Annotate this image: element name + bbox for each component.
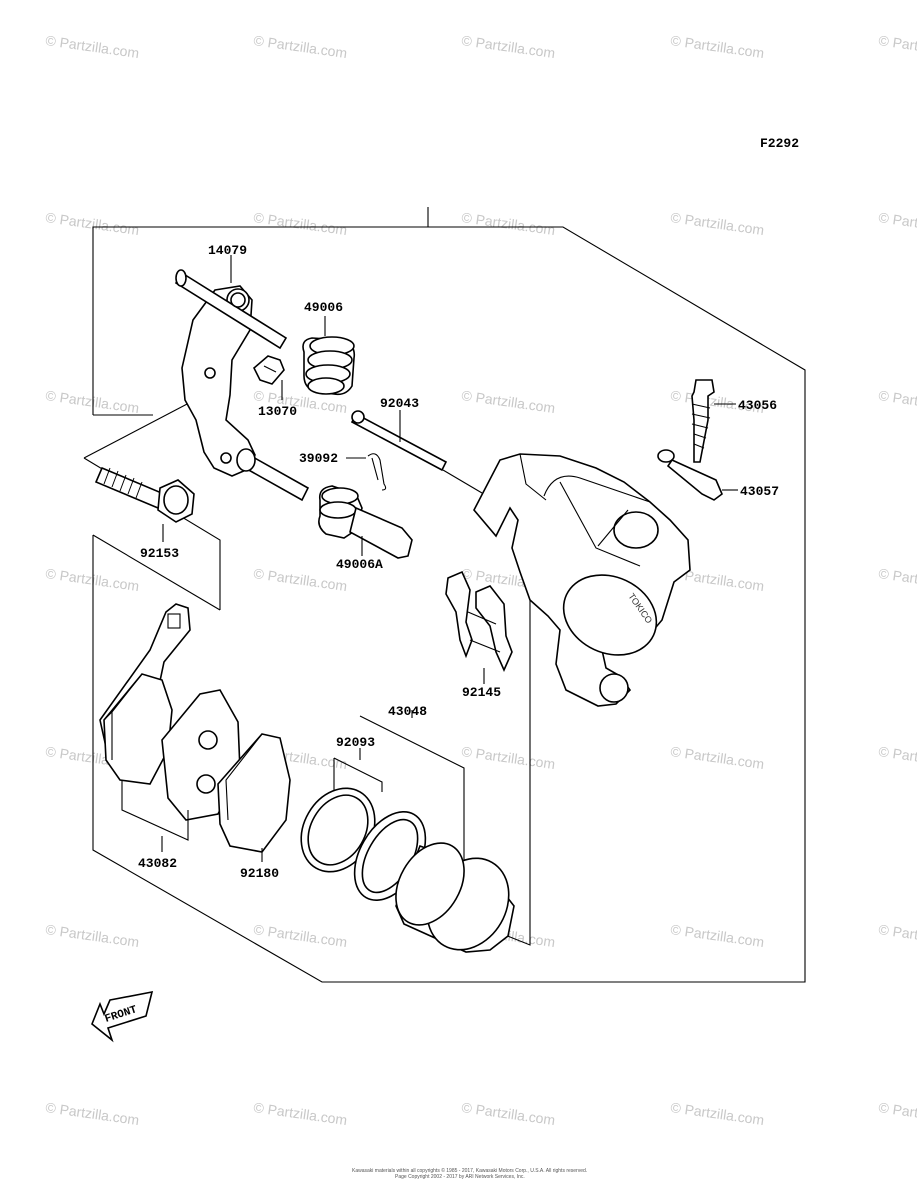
- clip-39092: [367, 453, 387, 491]
- caliper-bracket: [174, 269, 310, 502]
- watermark-34: © Partzilla.com: [878, 1099, 917, 1128]
- callout-39092: 39092: [299, 451, 338, 466]
- watermark-30: © Partzilla.com: [45, 1099, 141, 1128]
- watermark-layer: © Partzilla.com © Partzilla.com © Partzill…: [45, 32, 917, 1128]
- watermark-16: © Partzilla.com: [253, 565, 349, 594]
- copyright-line-1: Kawasaki materials within all copyrights…: [352, 1167, 587, 1174]
- watermark-4: © Partzilla.com: [878, 32, 917, 61]
- callout-49006A: 49006A: [336, 557, 383, 572]
- watermark-32: © Partzilla.com: [461, 1099, 557, 1128]
- callout-43082: 43082: [138, 856, 177, 871]
- callout-43057: 43057: [740, 484, 779, 499]
- callout-49006: 49006: [304, 300, 343, 315]
- figure-code: F2292: [760, 136, 799, 151]
- watermark-28: © Partzilla.com: [670, 921, 766, 950]
- watermark-5: © Partzilla.com: [45, 209, 141, 238]
- pad-spring-13070: [253, 355, 285, 385]
- bleed-valve-43056: [691, 379, 715, 463]
- watermark-9: © Partzilla.com: [878, 209, 917, 238]
- watermark-29: © Partzilla.com: [878, 921, 917, 950]
- callout-92043: 92043: [380, 396, 419, 411]
- callout-92093: 92093: [336, 735, 375, 750]
- callout-14079: 14079: [208, 243, 247, 258]
- callout-92180: 92180: [240, 866, 279, 881]
- seal-kit-bracket: [333, 710, 465, 882]
- shim-92180: [217, 733, 291, 853]
- watermark-22: © Partzilla.com: [461, 743, 557, 772]
- front-arrow: FRONT: [91, 990, 154, 1043]
- callout-43048: 43048: [388, 704, 427, 719]
- watermark-25: © Partzilla.com: [45, 921, 141, 950]
- piston: [395, 842, 515, 953]
- callout-13070: 13070: [258, 404, 297, 419]
- copyright-line-2: Page Copyright 2002 - 2017 by ARI Networ…: [395, 1174, 525, 1180]
- watermark-14: © Partzilla.com: [878, 387, 917, 416]
- boot-49006: [302, 336, 356, 396]
- valve-cap-43057: [657, 449, 723, 501]
- watermark-31: © Partzilla.com: [253, 1099, 349, 1128]
- brake-pad-1: [103, 673, 173, 785]
- watermark-0: © Partzilla.com: [45, 32, 141, 61]
- bolt-92153: [94, 466, 195, 523]
- watermark-6: © Partzilla.com: [253, 209, 349, 238]
- watermark-1: © Partzilla.com: [253, 32, 349, 61]
- pad-group-bracket: [121, 780, 189, 841]
- watermark-2: © Partzilla.com: [461, 32, 557, 61]
- pin-bolt-92043: [350, 410, 448, 472]
- boot-49006A: [318, 485, 413, 559]
- callout-43056: 43056: [738, 398, 777, 413]
- watermark-3: © Partzilla.com: [670, 32, 766, 61]
- watermark-8: © Partzilla.com: [670, 209, 766, 238]
- watermark-23: © Partzilla.com: [670, 743, 766, 772]
- pad-retainer-92145: [445, 570, 513, 672]
- watermark-12: © Partzilla.com: [461, 387, 557, 416]
- callout-92145: 92145: [462, 685, 501, 700]
- caliper-body: TOKICO: [473, 453, 691, 707]
- watermark-33: © Partzilla.com: [670, 1099, 766, 1128]
- callout-92153: 92153: [140, 546, 179, 561]
- watermark-26: © Partzilla.com: [253, 921, 349, 950]
- watermark-10: © Partzilla.com: [45, 387, 141, 416]
- watermark-15: © Partzilla.com: [45, 565, 141, 594]
- watermark-7: © Partzilla.com: [461, 209, 557, 238]
- dust-seal-ring: [300, 787, 376, 873]
- watermark-24: © Partzilla.com: [878, 743, 917, 772]
- watermark-19: © Partzilla.com: [878, 565, 917, 594]
